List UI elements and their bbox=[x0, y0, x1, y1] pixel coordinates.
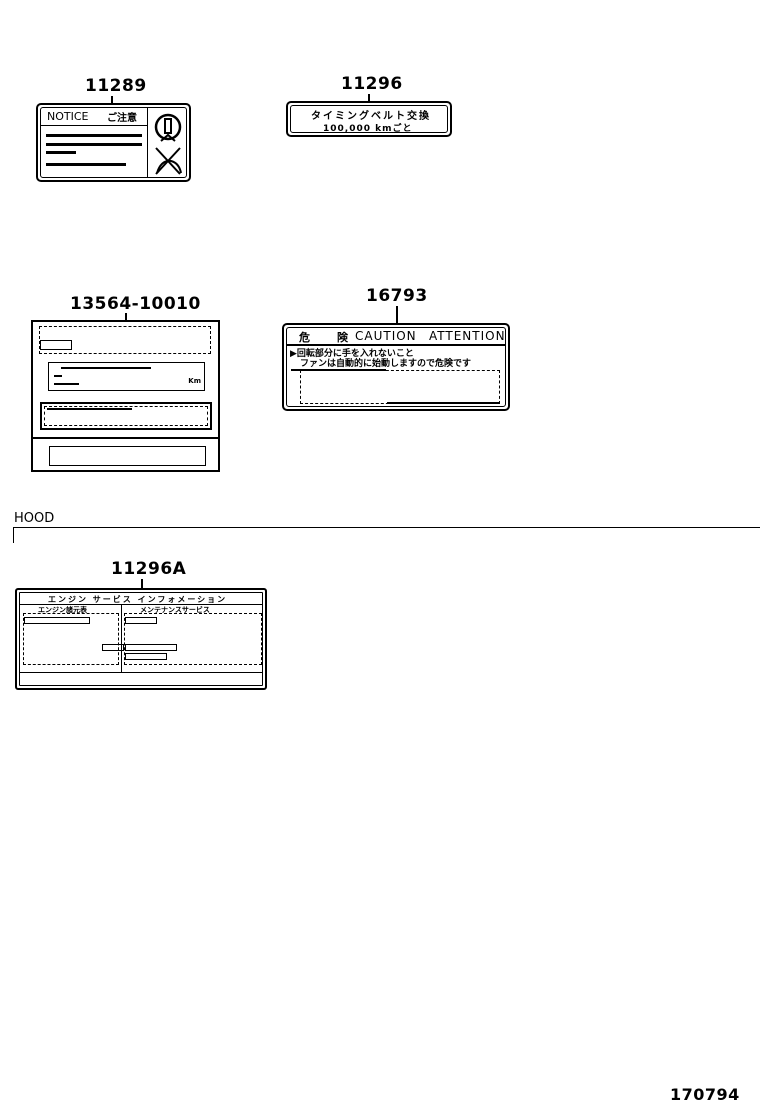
header-caution: CAUTION bbox=[355, 329, 417, 343]
text-line bbox=[387, 402, 499, 404]
section-line bbox=[13, 527, 760, 528]
name-tag bbox=[40, 340, 72, 350]
service-box bbox=[125, 617, 157, 624]
label-11289-inner: NOTICE ご注意 bbox=[40, 107, 187, 178]
part-number-11296A[interactable]: 11296A bbox=[111, 559, 187, 579]
service-box bbox=[125, 653, 167, 660]
warning-line-2: ファンは自動的に始動しますので危険です bbox=[300, 359, 472, 369]
part-number-11289[interactable]: 11289 bbox=[85, 76, 147, 96]
divider bbox=[121, 604, 122, 672]
engine-specs-field bbox=[23, 613, 119, 665]
timing-record-box: Km bbox=[48, 362, 205, 391]
blank-box bbox=[49, 446, 206, 466]
maintenance-title: メンテナンスサービス bbox=[140, 606, 210, 614]
text-line bbox=[46, 143, 142, 146]
leader-line bbox=[396, 306, 398, 324]
leader-line bbox=[111, 96, 113, 105]
timing-belt-text: タイミングベルト交換 bbox=[311, 111, 431, 122]
text-line bbox=[61, 367, 151, 369]
section-hood: HOOD bbox=[14, 511, 55, 526]
part-number-13564-10010[interactable]: 13564-10010 bbox=[70, 294, 201, 314]
spec-box bbox=[24, 617, 90, 624]
name-field bbox=[39, 326, 211, 354]
label-11296A-inner: エンジン サービス インフォメーション エンジン諸元表 メンテナンスサービス bbox=[19, 592, 263, 686]
maintenance-field bbox=[124, 613, 262, 665]
notice-title-jp: ご注意 bbox=[107, 113, 137, 124]
replacement-inner bbox=[44, 406, 208, 426]
section-bracket bbox=[13, 527, 14, 543]
leader-line bbox=[125, 313, 127, 321]
notice-title: NOTICE bbox=[47, 110, 89, 123]
engine-specs-title: エンジン諸元表 bbox=[38, 606, 87, 614]
header-attention: ATTENTION bbox=[429, 329, 506, 343]
label-11296-inner: タイミングベルト交換 100,000 kmごと bbox=[290, 105, 448, 134]
text-line bbox=[46, 163, 126, 166]
label-11296A[interactable]: エンジン サービス インフォメーション エンジン諸元表 メンテナンスサービス bbox=[15, 588, 267, 690]
label-11289[interactable]: NOTICE ご注意 bbox=[36, 103, 191, 182]
text-line bbox=[47, 408, 132, 410]
divider bbox=[287, 344, 505, 346]
divider bbox=[41, 125, 147, 126]
label-16793-inner: 危 険 CAUTION ATTENTION ▶回転部分に手を入れないこと ファン… bbox=[286, 327, 506, 407]
header-jp: 危 険 bbox=[299, 331, 356, 344]
service-info-header: エンジン サービス インフォメーション bbox=[48, 595, 228, 604]
service-box bbox=[125, 644, 177, 651]
label-16793[interactable]: 危 険 CAUTION ATTENTION ▶回転部分に手を入れないこと ファン… bbox=[282, 323, 510, 411]
interval-text: 100,000 kmごと bbox=[323, 124, 413, 134]
text-line bbox=[54, 383, 79, 385]
replacement-box bbox=[40, 402, 212, 430]
part-number-11296[interactable]: 11296 bbox=[341, 74, 403, 94]
tool-gauge-icon bbox=[154, 113, 182, 142]
part-number-16793[interactable]: 16793 bbox=[366, 286, 428, 306]
divider bbox=[20, 672, 262, 673]
text-line bbox=[46, 151, 76, 154]
leader-line bbox=[141, 579, 143, 589]
text-line bbox=[54, 375, 62, 377]
divider bbox=[20, 604, 262, 605]
leader-line bbox=[368, 94, 370, 103]
text-line bbox=[46, 134, 142, 137]
warning-field bbox=[300, 370, 500, 404]
no-hand-icon bbox=[155, 147, 182, 175]
spec-box bbox=[102, 644, 124, 651]
diagram-id: 170794 bbox=[670, 1085, 740, 1104]
label-11296[interactable]: タイミングベルト交換 100,000 kmごと bbox=[286, 101, 452, 137]
divider bbox=[147, 108, 148, 177]
label-13564-10010[interactable]: Km bbox=[31, 320, 220, 472]
divider bbox=[33, 437, 218, 439]
km-unit: Km bbox=[188, 377, 201, 385]
warning-line-1: ▶回転部分に手を入れないこと bbox=[290, 349, 414, 359]
